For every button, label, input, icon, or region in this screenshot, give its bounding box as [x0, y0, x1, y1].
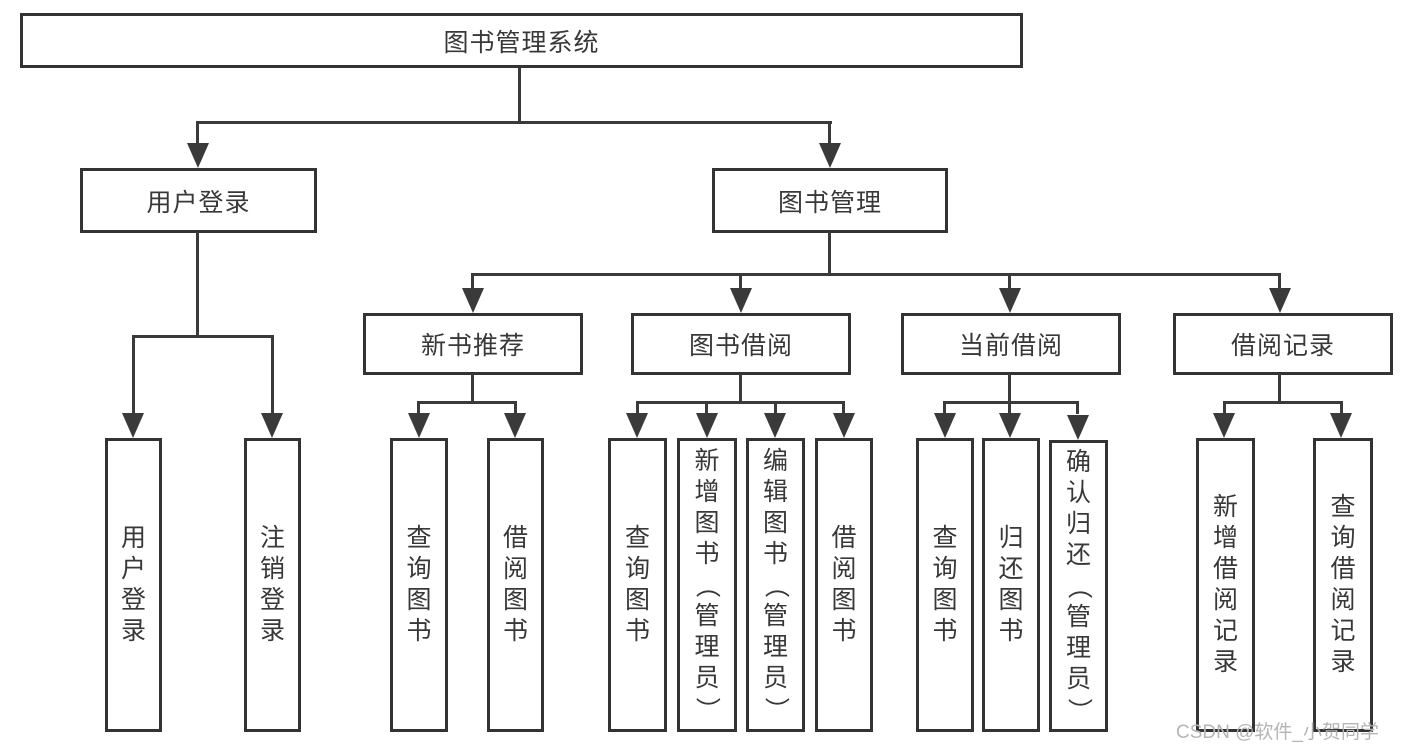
arrow-sec2-2	[1067, 415, 1089, 440]
node-book-borrowing: 图书借阅	[631, 313, 851, 375]
node-current-borrowing: 当前借阅	[901, 313, 1121, 375]
connector-book-mgmt-stem	[828, 232, 831, 274]
connector-sec1-drop-3	[842, 401, 845, 414]
node-new-book-recommend-label: 新书推荐	[420, 332, 525, 360]
arrow-user-login	[187, 143, 209, 168]
leaf-user-login-label: 用户登录	[120, 524, 146, 645]
connector-sec1-drop-0	[636, 401, 639, 414]
arrow-book-mgmt	[819, 143, 841, 168]
connector-drop-logout	[271, 335, 274, 414]
leaf-confirm-return-admin: 确认归还（管理员）	[1049, 440, 1108, 732]
leaf-query-borrow-record: 查询借阅记录	[1313, 438, 1373, 732]
csdn-watermark: CSDN @软件_小贺同学	[1176, 722, 1379, 743]
node-user-login-label: 用户登录	[146, 188, 251, 217]
arrow-sec3-1	[1330, 413, 1352, 438]
connector-sec3-stem	[1278, 374, 1281, 402]
node-book-management-label: 图书管理	[777, 188, 882, 217]
connector-level2-rail	[471, 273, 1281, 276]
node-book-management: 图书管理	[712, 168, 948, 233]
arrow-sec1-3	[833, 413, 855, 438]
arrow-new-book	[462, 288, 484, 313]
arrow-sec1-2	[764, 413, 786, 438]
connector-drop-login	[132, 335, 135, 414]
leaf-edit-book-admin: 编辑图书（管理员）	[746, 438, 805, 732]
connector-sec2-drop-1	[1008, 401, 1011, 414]
node-book-borrowing-label: 图书借阅	[688, 332, 793, 360]
connector-drop-borrow-record	[1278, 273, 1281, 289]
node-borrowing-records: 借阅记录	[1173, 313, 1393, 375]
leaf-user-login: 用户登录	[105, 438, 162, 732]
connector-sec3-drop-0	[1223, 401, 1226, 414]
connector-sec3-rail	[1224, 401, 1342, 404]
connector-sec2-rail	[945, 401, 1079, 404]
arrow-sec3-0	[1213, 413, 1235, 438]
leaf-confirm-return-admin-label: 确认归还（管理员）	[1064, 447, 1093, 723]
node-user-login: 用户登录	[80, 168, 317, 233]
connector-sec0-drop-1	[514, 401, 517, 414]
arrow-book-borrow	[730, 288, 752, 313]
leaf-add-book-admin: 新增图书（管理员）	[677, 438, 737, 732]
leaf-return-books-label: 归还图书	[998, 524, 1024, 645]
leaf-newbook-query-books: 查询图书	[390, 438, 448, 732]
leaf-return-books: 归还图书	[982, 438, 1040, 732]
connector-drop-user-login	[196, 121, 199, 146]
connector-sec2-stem	[1008, 374, 1011, 402]
node-library-system: 图书管理系统	[20, 13, 1023, 68]
arrow-sec1-1	[696, 413, 718, 438]
node-borrowing-records-label: 借阅记录	[1230, 332, 1335, 360]
connector-drop-current-borrow	[1008, 273, 1011, 289]
arrow-sec0-0	[408, 413, 430, 438]
connector-user-login-stem	[196, 232, 199, 336]
arrow-logout	[261, 413, 283, 438]
connector-sec0-stem	[471, 374, 474, 402]
node-new-book-recommend: 新书推荐	[363, 313, 583, 375]
connector-level1-rail	[197, 121, 832, 124]
connector-sec0-drop-0	[417, 401, 420, 414]
connector-user-login-rail	[133, 335, 273, 338]
node-library-system-label: 图书管理系统	[443, 28, 600, 57]
connector-sec1-rail	[637, 401, 845, 404]
connector-sec1-drop-1	[705, 401, 708, 414]
leaf-logout: 注销登录	[244, 438, 301, 732]
node-current-borrowing-label: 当前借阅	[958, 332, 1063, 360]
leaf-add-borrow-record-label: 新增借阅记录	[1212, 493, 1238, 676]
leaf-newbook-borrow-books: 借阅图书	[487, 438, 544, 732]
leaf-current-query-books: 查询图书	[916, 438, 974, 732]
leaf-borrowing-query-books-label: 查询图书	[624, 524, 650, 645]
leaf-borrowing-borrow-books: 借阅图书	[815, 438, 873, 732]
arrow-borrow-record	[1269, 288, 1291, 313]
connector-drop-book-borrow	[739, 273, 742, 289]
leaf-current-query-books-label: 查询图书	[932, 524, 958, 645]
connector-drop-new-book	[471, 273, 474, 289]
leaf-add-book-admin-label: 新增图书（管理员）	[693, 446, 722, 722]
leaf-newbook-borrow-books-label: 借阅图书	[502, 524, 528, 645]
connector-drop-book-mgmt	[828, 121, 831, 146]
leaf-borrowing-query-books: 查询图书	[608, 438, 667, 732]
connector-root-stem	[518, 68, 521, 122]
connector-sec1-drop-2	[774, 401, 777, 414]
arrow-sec2-1	[999, 413, 1021, 438]
arrow-sec1-0	[626, 413, 648, 438]
connector-sec1-stem	[739, 374, 742, 402]
leaf-logout-label: 注销登录	[259, 524, 285, 645]
leaf-newbook-query-books-label: 查询图书	[406, 524, 432, 645]
leaf-borrowing-borrow-books-label: 借阅图书	[831, 524, 857, 645]
connector-sec3-drop-1	[1340, 401, 1343, 414]
leaf-edit-book-admin-label: 编辑图书（管理员）	[761, 446, 790, 722]
leaf-query-borrow-record-label: 查询借阅记录	[1330, 493, 1356, 676]
connector-sec2-drop-2	[1076, 401, 1079, 414]
arrow-sec0-1	[504, 413, 526, 438]
arrow-sec2-0	[934, 413, 956, 438]
arrow-current-borrow	[999, 288, 1021, 313]
connector-sec2-drop-0	[943, 401, 946, 414]
arrow-login	[122, 413, 144, 438]
connector-sec0-rail	[419, 401, 516, 404]
leaf-add-borrow-record: 新增借阅记录	[1196, 438, 1255, 732]
